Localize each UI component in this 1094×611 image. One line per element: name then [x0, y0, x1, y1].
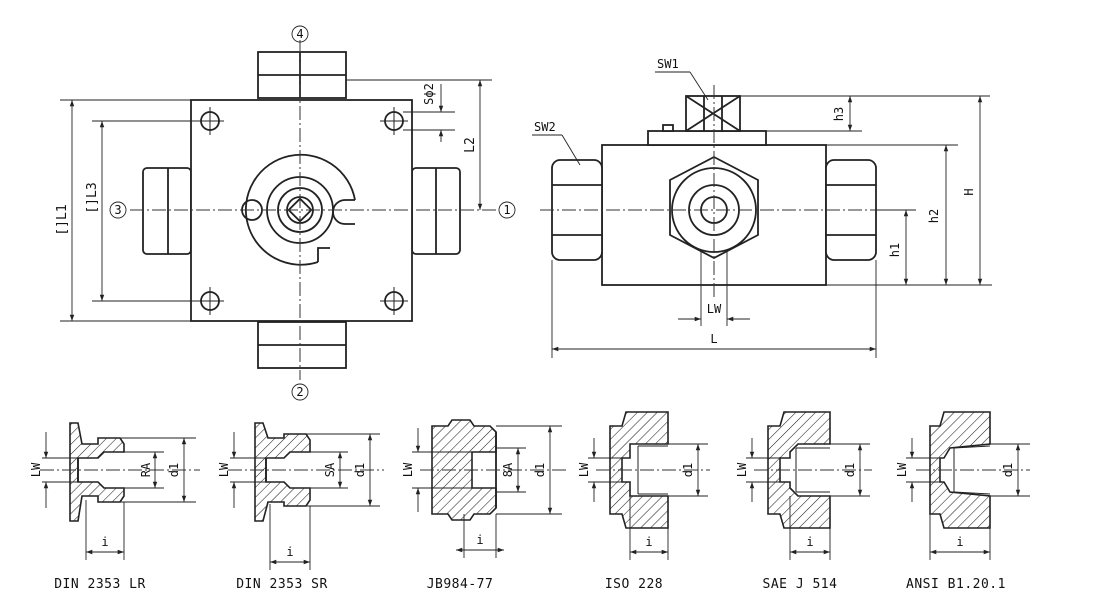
section-din-2353-sr: LW SA d1 i DIN 2353 SR [217, 422, 384, 592]
dim-h1-label: h1 [888, 243, 902, 257]
dim-LW-side: LW [678, 250, 750, 326]
section-5-caption: SAE J 514 [763, 577, 838, 592]
dim-L2-label: L2 [463, 137, 478, 153]
port-label-4: 4 [291, 25, 309, 43]
dim-L3: []L3 [85, 120, 210, 302]
fitting-right [411, 167, 461, 255]
dim-h1: h1 [876, 209, 916, 285]
svg-text:4: 4 [296, 27, 303, 41]
dim-L1: []L1 [55, 99, 191, 322]
section-4-caption: ISO 228 [605, 577, 663, 592]
port-label-3: 3 [109, 201, 127, 219]
top-view: []L1 []L3 L2 Sϕ2 4 2 [55, 25, 516, 401]
section-5-i: i [806, 535, 813, 549]
dim-L1-label: []L1 [55, 204, 70, 235]
dim-L2: L2 [346, 79, 492, 210]
section-3-caption: JB984-77 [427, 577, 494, 592]
section-3-lw: LW [401, 462, 415, 477]
section-4-lw: LW [577, 462, 591, 477]
svg-text:SW2: SW2 [534, 120, 556, 134]
fitting-bottom [257, 321, 347, 369]
port-label-2: 2 [291, 383, 309, 401]
dim-H: H [826, 96, 992, 286]
section-1-d1: d1 [167, 463, 181, 477]
label-sw1: SW1 [655, 57, 709, 101]
section-5-d1: d1 [843, 463, 857, 477]
section-6-caption: ANSI B1.20.1 [906, 577, 1006, 592]
section-2-d1: d1 [353, 463, 367, 477]
dim-Sd2: Sϕ2 [403, 83, 455, 142]
svg-text:SW1: SW1 [657, 57, 679, 71]
side-view: SW1 SW2 h3 h2 h1 [532, 57, 992, 358]
fitting-top [257, 51, 347, 99]
svg-text:2: 2 [296, 385, 303, 399]
section-3-d1: d1 [533, 463, 547, 477]
section-2-caption: DIN 2353 SR [236, 577, 328, 592]
section-ansi-b1-20-1: LW d1 i ANSI B1.20.1 [895, 411, 1030, 592]
section-1-caption: DIN 2353 LR [54, 577, 146, 592]
section-2-bore: SA [323, 462, 337, 477]
section-6-lw: LW [895, 462, 909, 477]
stem-plate [647, 95, 767, 146]
section-5-lw: LW [735, 462, 749, 477]
section-1-bore: RA [139, 462, 153, 477]
dim-h3-label: h3 [832, 107, 846, 121]
dim-L3-label: []L3 [85, 182, 100, 213]
section-4-d1: d1 [681, 463, 695, 477]
dim-LW-side-label: LW [707, 302, 722, 316]
section-jb984-77: LW 8A d1 i JB984-77 [401, 419, 566, 592]
section-2-lw: LW [217, 462, 231, 477]
section-iso-228: LW d1 i ISO 228 [577, 411, 710, 592]
fitting-left [142, 167, 192, 255]
dim-L-label: L [710, 332, 717, 346]
section-1-i: i [101, 535, 108, 549]
section-din-2353-lr: LW RA d1 i DIN 2353 LR [29, 422, 200, 592]
section-2-i: i [286, 545, 293, 559]
section-sae-j-514: LW d1 i SAE J 514 [735, 411, 872, 592]
section-6-d1: d1 [1001, 463, 1015, 477]
port-label-1: 1 [498, 201, 516, 219]
label-sw2: SW2 [532, 120, 581, 166]
svg-text:3: 3 [114, 203, 121, 217]
dim-h2: h2 [826, 144, 958, 285]
section-3-bore: 8A [501, 462, 515, 477]
dim-H-label: H [962, 188, 976, 195]
section-4-i: i [645, 535, 652, 549]
dim-h2-label: h2 [927, 209, 941, 223]
section-1-lw: LW [29, 462, 43, 477]
dim-L: L [551, 260, 877, 358]
section-3-i: i [476, 533, 483, 547]
dim-h3: h3 [740, 95, 990, 132]
dim-Sd2-label: Sϕ2 [422, 83, 436, 105]
section-6-i: i [956, 535, 963, 549]
svg-text:1: 1 [503, 203, 510, 217]
